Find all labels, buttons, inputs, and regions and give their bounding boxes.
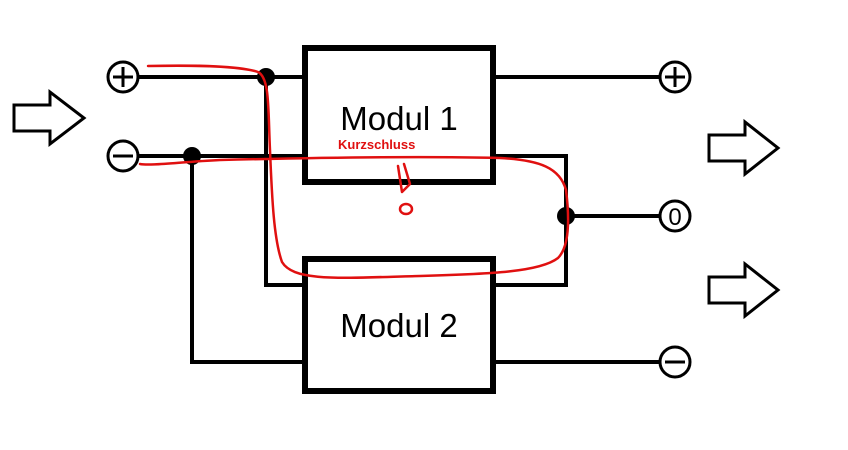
short-circuit-label: Kurzschluss	[338, 137, 415, 152]
short-circuit-mark	[396, 162, 412, 194]
output-zero-terminal: 0	[658, 199, 692, 233]
junction-dot	[257, 68, 275, 86]
minus-to-output-wire	[190, 154, 662, 364]
module-2-label: Modul 2	[340, 307, 457, 344]
module-1-box	[302, 45, 496, 185]
output-plus-terminal	[658, 60, 692, 94]
short-circuit-annotation: Kurzschluss	[138, 64, 570, 279]
output-minus-terminal	[658, 345, 692, 379]
output-zero-label: 0	[668, 204, 681, 231]
plus-to-module2-wire	[264, 75, 307, 287]
module-1: Modul 1	[302, 45, 496, 185]
module-1-label: Modul 1	[340, 100, 457, 137]
input-plus-terminal	[106, 60, 140, 94]
input-arrow-icon	[12, 88, 87, 148]
short-circuit-path	[138, 64, 570, 279]
module-2: Modul 2	[302, 256, 496, 394]
input-minus-terminal	[106, 139, 140, 173]
output-arrow-icon	[707, 118, 781, 178]
junction-dot	[557, 207, 575, 225]
module-2-box	[302, 256, 496, 394]
short-circuit-spark-icon	[398, 202, 414, 216]
output-arrow-icon	[707, 260, 781, 320]
